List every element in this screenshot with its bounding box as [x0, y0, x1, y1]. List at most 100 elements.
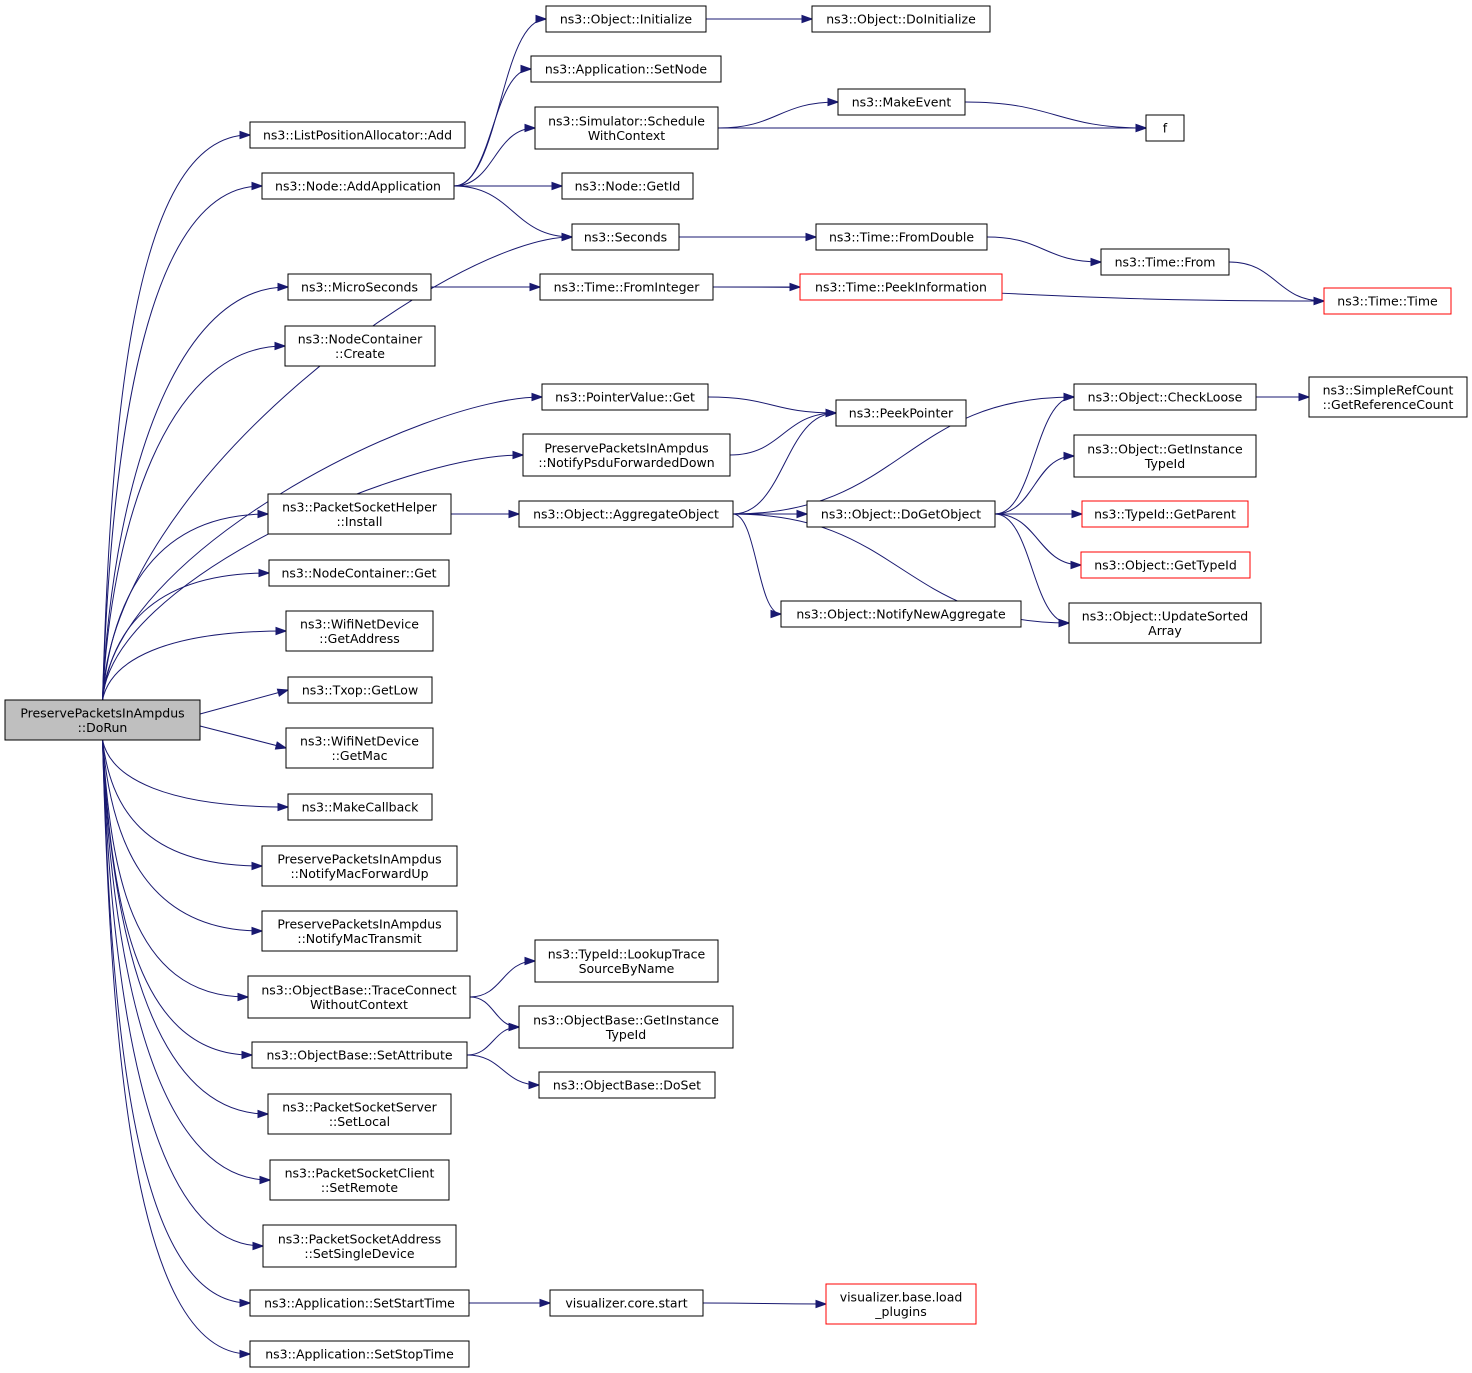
node-obj-aggregate[interactable]: ns3::Object::AggregateObject [518, 500, 734, 528]
node-obj-dogetobj[interactable]: ns3::Object::DoGetObject [806, 500, 996, 528]
node-label: ns3::Object::NotifyNewAggregate [796, 607, 1006, 622]
node-notify-macfwd[interactable]: PreservePacketsInAmpdus::NotifyMacForwar… [261, 845, 458, 887]
node-app-setnode[interactable]: ns3::Application::SetNode [530, 55, 722, 83]
node-obj-gettypeid[interactable]: ns3::Object::GetTypeId [1080, 551, 1251, 579]
node-notify-psdu[interactable]: PreservePacketsInAmpdus::NotifyPsduForwa… [522, 433, 731, 477]
node-app-setstop[interactable]: ns3::Application::SetStopTime [249, 1340, 470, 1368]
edge-arrowhead [539, 1298, 552, 1308]
node-label: ns3::Node::GetId [575, 179, 681, 194]
edge-arrowhead [827, 97, 840, 107]
node-pss-setlocal[interactable]: ns3::PacketSocketServer::SetLocal [267, 1093, 452, 1135]
edge-line [453, 127, 536, 187]
edge-root-to-lpa-add [102, 130, 252, 701]
edge-line [986, 236, 1102, 263]
node-ob-traceconnect[interactable]: ns3::ObjectBase::TraceConnectWithoutCont… [247, 975, 471, 1019]
node-lpa-add[interactable]: ns3::ListPositionAllocator::Add [249, 121, 466, 149]
nodes-layer: PreservePacketsInAmpdus::DoRun ns3::ListP… [4, 5, 1468, 1368]
node-box [287, 676, 433, 704]
node-box [269, 1159, 450, 1201]
edge-line [102, 739, 250, 1355]
edge-arrowhead [524, 123, 537, 133]
edge-arrowhead [251, 861, 264, 871]
node-label: ns3::Object::CheckLoose [1088, 390, 1243, 405]
node-wnd-getaddr[interactable]: ns3::WifiNetDevice::GetAddress [285, 610, 434, 652]
edge-arrowhead [277, 282, 290, 292]
node-viz-loadplugins[interactable]: visualizer.base.load_plugins [825, 1283, 977, 1325]
node-seconds[interactable]: ns3::Seconds [571, 223, 680, 251]
node-label: ns3::ListPositionAllocator::Add [263, 128, 452, 143]
node-label: ns3::Application::SetStartTime [264, 1296, 455, 1311]
edge-line [732, 412, 837, 515]
node-peekpointer[interactable]: ns3::PeekPointer [835, 399, 967, 427]
node-label: ns3::SimpleRefCount [1323, 382, 1454, 397]
edge-seconds-to-time-fromdouble [679, 232, 818, 242]
node-time-time[interactable]: ns3::Time::Time [1323, 287, 1452, 315]
node-time-peekinfo[interactable]: ns3::Time::PeekInformation [799, 273, 1003, 301]
node-time-fromdouble[interactable]: ns3::Time::FromDouble [815, 223, 988, 251]
edge-arrowhead [1298, 392, 1311, 402]
node-psc-setremote[interactable]: ns3::PacketSocketClient::SetRemote [269, 1159, 450, 1201]
node-psa-setsingle[interactable]: ns3::PacketSocketAddress::SetSingleDevic… [262, 1224, 457, 1268]
edge-arrowhead [1070, 560, 1083, 570]
node-obj-initialize[interactable]: ns3::Object::Initialize [545, 5, 707, 33]
node-node-getid[interactable]: ns3::Node::GetId [561, 172, 694, 200]
node-wnd-getmac[interactable]: ns3::WifiNetDevice::GetMac [285, 727, 434, 769]
node-psh-install[interactable]: ns3::PacketSocketHelper::Install [267, 493, 452, 535]
node-nc-create[interactable]: ns3::NodeContainer::Create [284, 325, 436, 367]
node-time-from[interactable]: ns3::Time::From [1100, 248, 1230, 276]
edge-arrowhead [239, 1349, 252, 1359]
edge-arrowhead [770, 609, 783, 619]
node-label: ns3::PacketSocketHelper [282, 499, 438, 514]
node-txop-getlow[interactable]: ns3::Txop::GetLow [287, 676, 433, 704]
node-pv-get[interactable]: ns3::PointerValue::Get [541, 383, 709, 411]
node-ob-doset[interactable]: ns3::ObjectBase::DoSet [538, 1071, 716, 1099]
edge-root-to-wnd-getaddr [102, 626, 288, 701]
node-src-getrefcount[interactable]: ns3::SimpleRefCount::GetReferenceCount [1308, 376, 1468, 418]
node-label: visualizer.core.start [565, 1296, 687, 1311]
edge-pv-get-to-peekpointer [707, 396, 838, 418]
node-nc-get[interactable]: ns3::NodeContainer::Get [268, 559, 450, 587]
edge-root-to-ob-traceconnect [102, 739, 250, 1002]
edge-arrowhead [551, 181, 564, 191]
node-time-fromint[interactable]: ns3::Time::FromInteger [539, 273, 714, 301]
node-notify-mactx[interactable]: PreservePacketsInAmpdus::NotifyMacTransm… [261, 910, 458, 952]
node-tid-getparent[interactable]: ns3::TypeId::GetParent [1081, 500, 1249, 528]
edge-line [102, 739, 250, 1304]
node-viz-start[interactable]: visualizer.core.start [549, 1289, 704, 1317]
node-label: ns3::Simulator::Schedule [548, 113, 705, 128]
node-box [545, 5, 707, 33]
edge-root-to-wnd-getmac [199, 725, 288, 750]
edge-time-from-to-time-time [1228, 261, 1326, 306]
edge-ob-traceconnect-to-tid-lookup [469, 956, 537, 998]
node-makeevent[interactable]: ns3::MakeEvent [837, 88, 966, 116]
node-box [1308, 376, 1468, 418]
edge-arrowhead [1313, 296, 1326, 306]
node-microseconds[interactable]: ns3::MicroSeconds [287, 273, 432, 301]
edge-line [702, 1302, 827, 1305]
node-label: ns3::PacketSocketClient [285, 1165, 435, 1180]
edge-line [707, 396, 837, 414]
edge-obj-dogetobj-to-tid-getparent [994, 509, 1084, 519]
edge-root-to-app-setstart [102, 739, 252, 1308]
node-ob-setattr[interactable]: ns3::ObjectBase::SetAttribute [251, 1041, 468, 1069]
node-box [1100, 248, 1230, 276]
node-label: ns3::NodeContainer::Get [282, 566, 437, 581]
node-makecallback[interactable]: ns3::MakeCallback [287, 793, 433, 821]
node-obj-checkloose[interactable]: ns3::Object::CheckLoose [1073, 383, 1257, 411]
node-box [1073, 434, 1257, 478]
node-label: ns3::Time::From [1115, 255, 1216, 270]
edge-root-to-pss-setlocal [102, 739, 270, 1119]
node-app-setstart[interactable]: ns3::Application::SetStartTime [249, 1289, 470, 1317]
node-obj-doinit[interactable]: ns3::Object::DoInitialize [811, 5, 991, 33]
node-root[interactable]: PreservePacketsInAmpdus::DoRun [4, 699, 201, 741]
node-node-addapp[interactable]: ns3::Node::AddApplication [261, 172, 455, 200]
edge-line [964, 101, 1147, 129]
node-f[interactable]: f [1145, 114, 1185, 142]
node-obj-notifynew[interactable]: ns3::Object::NotifyNewAggregate [780, 600, 1022, 628]
node-label: visualizer.base.load [840, 1289, 963, 1304]
